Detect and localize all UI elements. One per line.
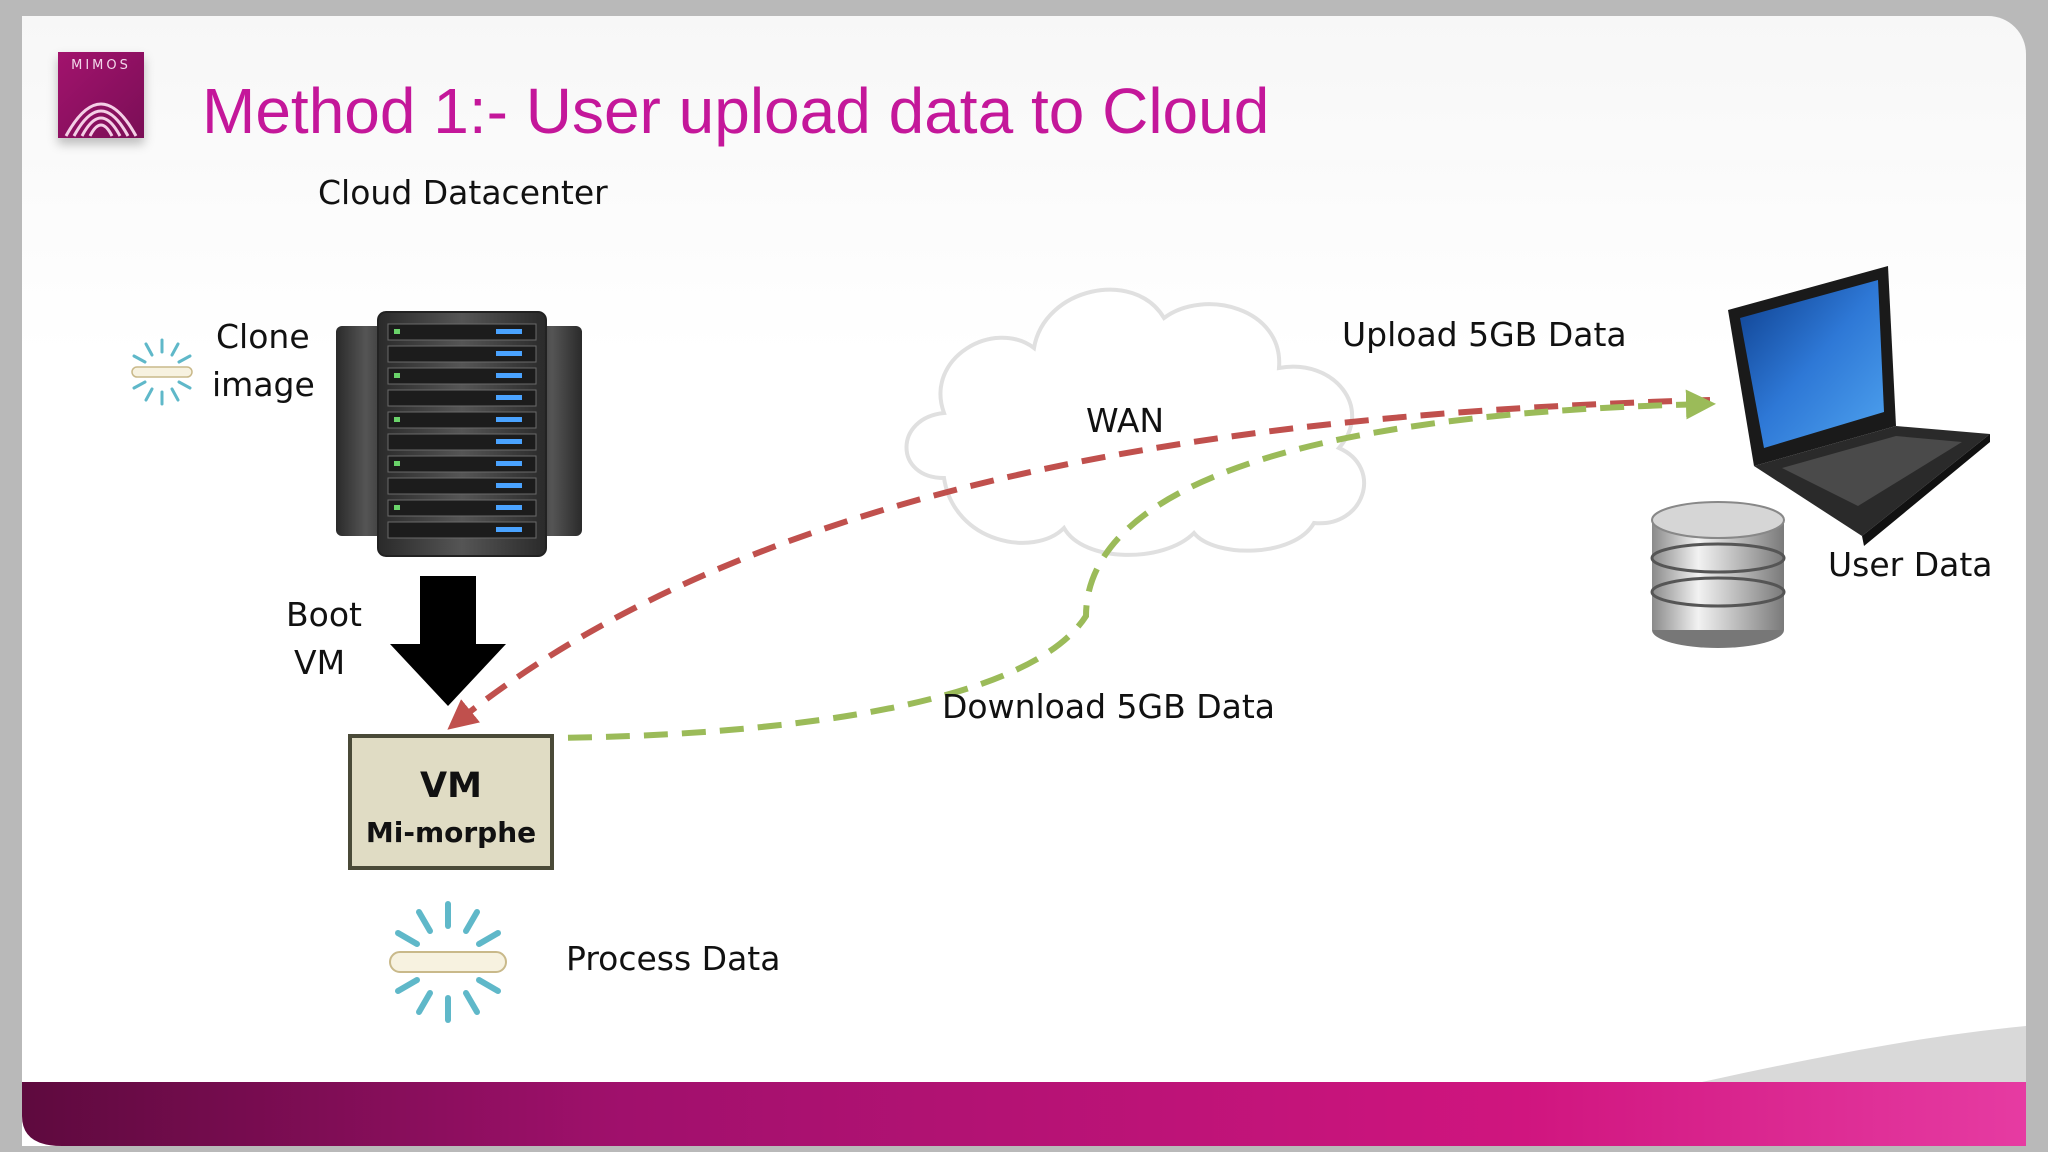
processing-spinner-large-icon xyxy=(389,901,507,1023)
vm-title: VM xyxy=(420,766,482,806)
page-title: Method 1:- User upload data to Cloud xyxy=(202,75,1270,147)
upload-arrow xyxy=(447,397,1711,730)
download-label: Download 5GB Data xyxy=(942,687,1276,726)
mimos-logo: MIMOS xyxy=(58,52,144,138)
diagram-canvas xyxy=(22,266,2026,1146)
process-data-label: Process Data xyxy=(566,939,781,978)
logo-arcs-icon xyxy=(64,102,138,137)
boot-label-line2: VM xyxy=(294,643,346,682)
clone-label-line1: Clone xyxy=(216,317,310,356)
vm-subtitle: Mi-morphe xyxy=(365,816,537,849)
database-icon xyxy=(1650,501,1786,648)
upload-label: Upload 5GB Data xyxy=(1342,315,1627,354)
boot-label-line1: Boot xyxy=(286,595,362,634)
user-data-label: User Data xyxy=(1828,545,1993,584)
wan-label: WAN xyxy=(1086,401,1165,440)
clone-label-line2: image xyxy=(212,365,315,404)
laptop-icon xyxy=(1728,266,1990,546)
datacenter-label: Cloud Datacenter xyxy=(318,173,608,212)
server-rack-icon xyxy=(336,311,582,557)
down-arrow-icon xyxy=(390,576,506,706)
footer-band xyxy=(22,1082,2026,1146)
cloud-icon xyxy=(904,287,1367,557)
processing-spinner-icon xyxy=(131,338,193,406)
slide: MIMOS Method 1:- User upload data to Clo… xyxy=(22,16,2026,1146)
vm-box: VM Mi-morphe xyxy=(348,734,554,870)
download-arrow xyxy=(529,389,1716,741)
logo-text: MIMOS xyxy=(71,58,131,73)
footer-swoosh xyxy=(1702,1026,2026,1082)
